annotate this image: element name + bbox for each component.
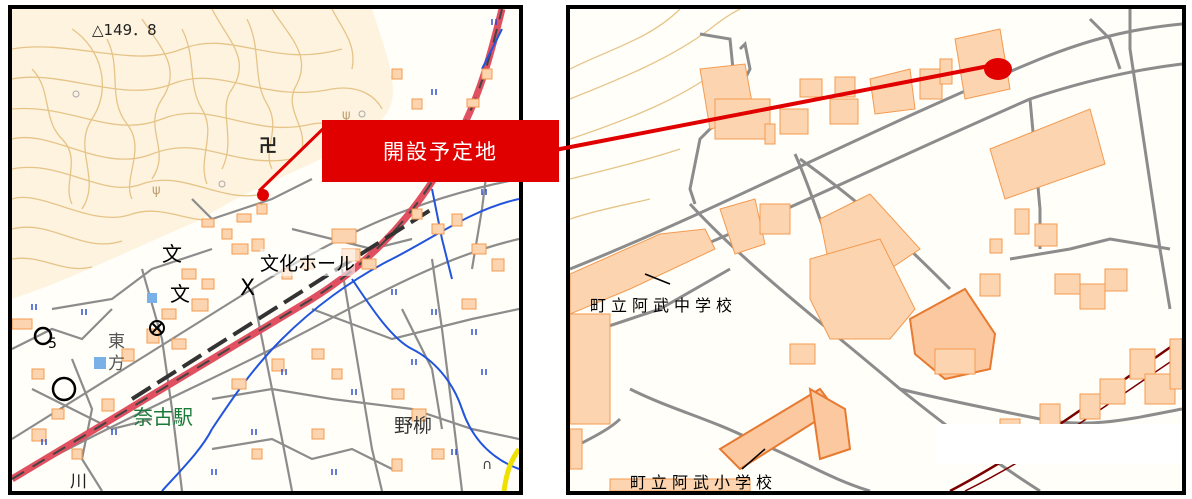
roads: [12, 128, 519, 491]
blank-patch: [935, 424, 1182, 464]
east-label: 東方: [108, 332, 125, 374]
pond-icon-2: [94, 357, 106, 369]
right-map-canvas: [570, 9, 1182, 491]
wasteland-icon-2: ψ: [342, 108, 351, 123]
shrine-icon: ∩: [482, 457, 492, 473]
junior-high-leader: [644, 273, 671, 285]
post-office-cross: [151, 322, 163, 334]
hospital-icon: [33, 326, 53, 346]
temple-icon: 卍: [259, 136, 277, 157]
culture-hall-label: 文化ホール: [260, 249, 356, 276]
river-label: 川: [70, 472, 87, 492]
tree-icon: [72, 90, 80, 98]
police-box-icon: X: [240, 276, 255, 301]
elevation-label: △149．8: [92, 21, 157, 39]
elementary-label: 町立阿武小学校: [630, 473, 778, 492]
town-office-icon: [51, 376, 77, 402]
highway: [501, 447, 519, 491]
left-map-canvas: 卍 文 文 X ψ ψ ∩: [12, 9, 519, 491]
field-marks: [31, 19, 497, 475]
pond-icon: [147, 293, 157, 303]
school-icon: 文: [162, 242, 182, 266]
school-icon-2: 文: [170, 282, 190, 306]
site-marker-right: [984, 58, 1012, 80]
tree-icon-3: [358, 110, 366, 118]
contour-lines: [12, 9, 383, 270]
elementary-leader: [741, 448, 766, 470]
noyanagi-label: 野柳: [394, 415, 433, 437]
left-topographic-map: 卍 文 文 X ψ ψ ∩: [8, 5, 523, 495]
site-callout-label: 開設予定地: [322, 120, 559, 182]
tree-icon-2: [218, 180, 226, 188]
railway: [12, 9, 506, 483]
point5-label: 5: [48, 336, 57, 352]
junior-high-label: 町立阿武中学校: [590, 296, 738, 315]
site-marker-left: [257, 189, 269, 201]
right-detail-map: 町立阿武中学校 町立阿武小学校: [566, 5, 1186, 495]
wasteland-icon: ψ: [152, 183, 161, 198]
station-label: 奈古駅: [133, 405, 193, 429]
post-office-icon: [149, 320, 165, 336]
